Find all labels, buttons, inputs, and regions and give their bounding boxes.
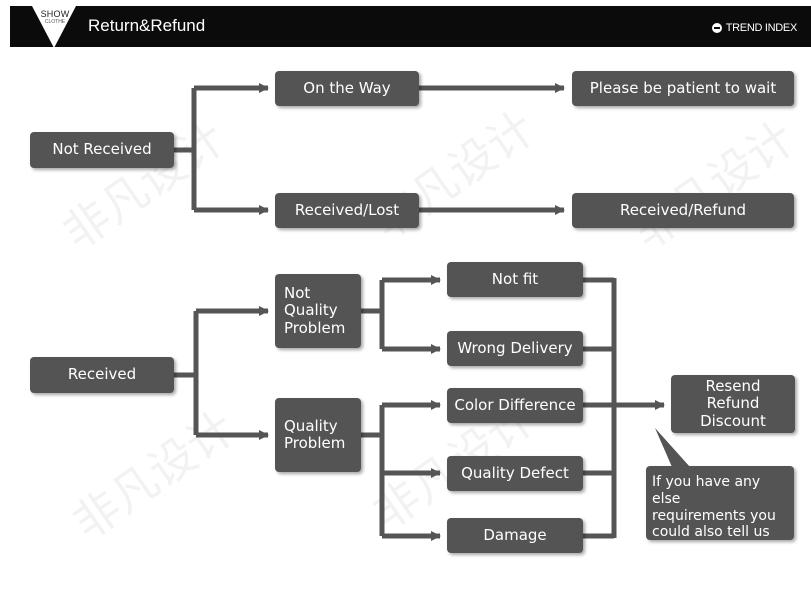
node-not-quality-problem: Not Quality Problem (275, 274, 361, 348)
logo-text: SHOW (40, 9, 70, 19)
node-quality-defect: Quality Defect (447, 456, 583, 491)
brand-icon (711, 23, 722, 33)
note-pointer (655, 428, 690, 467)
node-not-fit: Not fit (447, 262, 583, 297)
page-title: Return&Refund (88, 16, 206, 35)
brand: TREND INDEX (711, 22, 798, 34)
node-received: Received (30, 357, 174, 393)
node-resolution: Resend Refund Discount (671, 375, 795, 433)
header-bar (10, 6, 811, 47)
node-color-difference: Color Difference (447, 388, 583, 423)
node-wrong-delivery: Wrong Delivery (447, 331, 583, 366)
node-on-the-way: On the Way (275, 71, 419, 106)
node-received-lost: Received/Lost (275, 193, 419, 228)
node-please-wait: Please be patient to wait (572, 71, 794, 106)
note-box: If you have any else requirements you co… (646, 466, 794, 540)
node-quality-problem: Quality Problem (275, 398, 361, 472)
node-received-refund: Received/Refund (572, 193, 794, 228)
brand-label: TREND INDEX (725, 22, 798, 34)
node-damage: Damage (447, 518, 583, 553)
logo-icon (32, 6, 76, 48)
node-not-received: Not Received (30, 132, 174, 168)
logo-subtext: CLOTHE (44, 19, 66, 25)
